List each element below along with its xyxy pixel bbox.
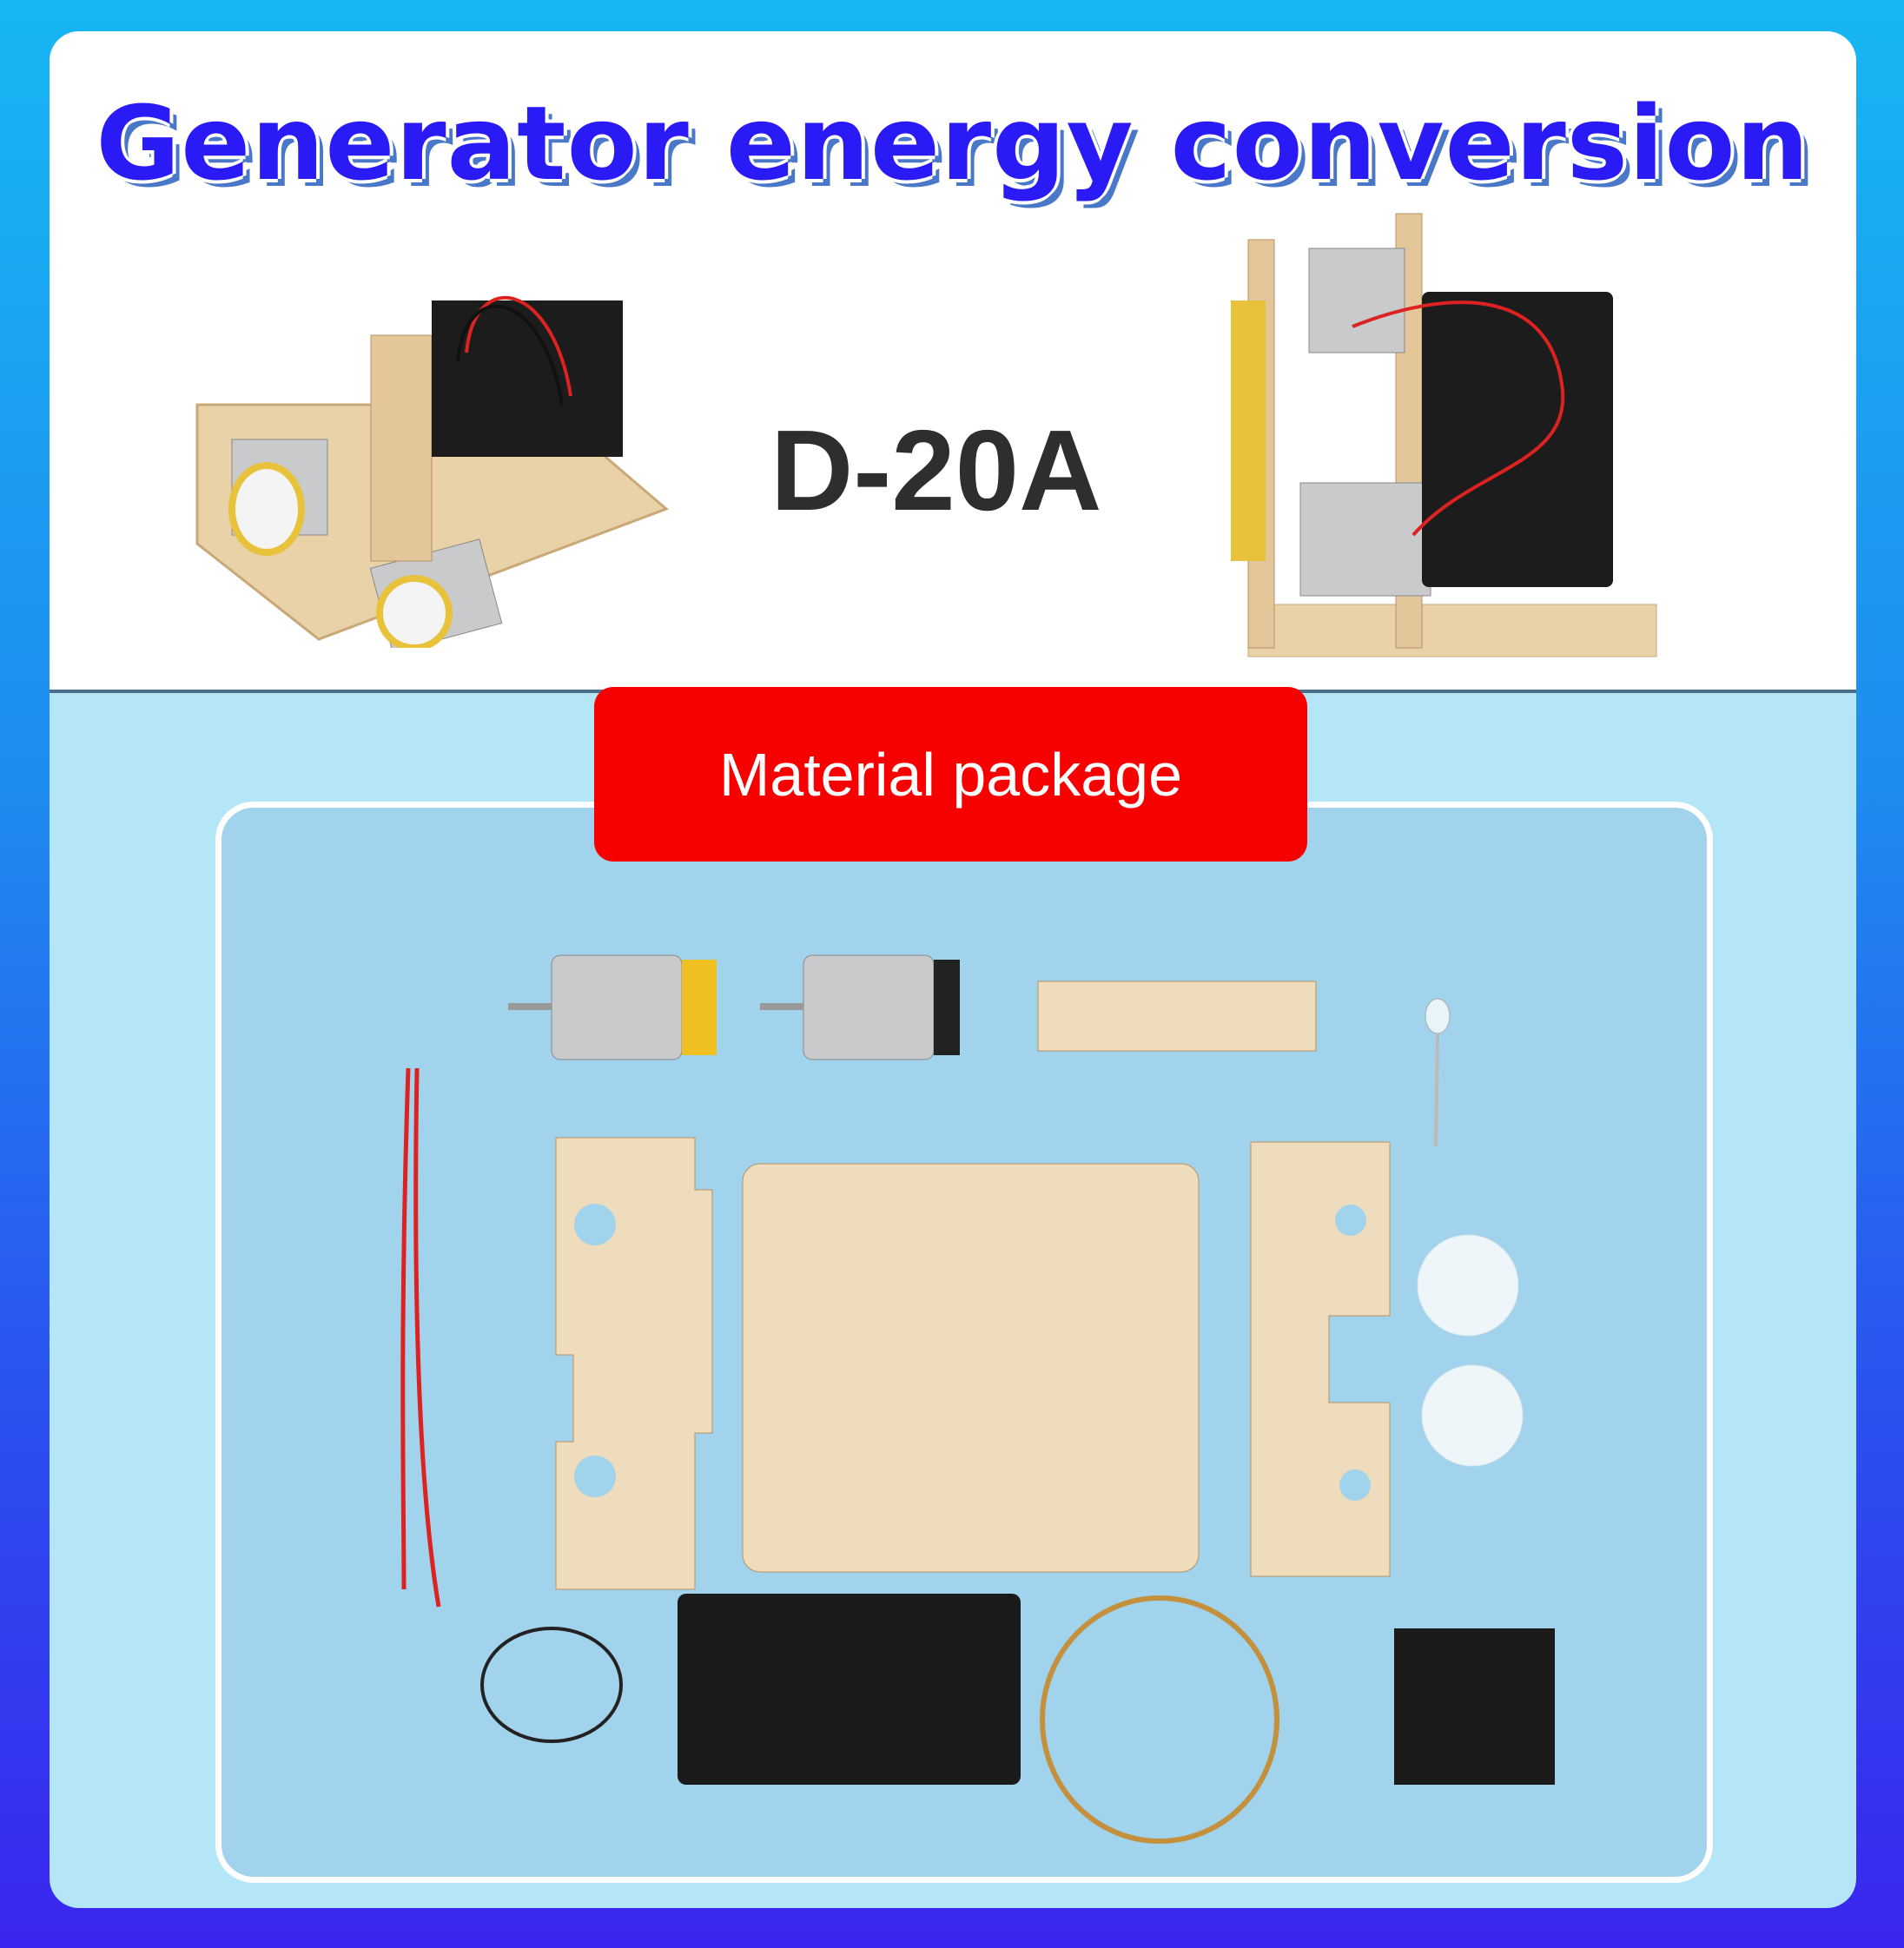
assembled-kit-photo-left: [195, 295, 669, 648]
kit-parts-photo: [400, 954, 1555, 1844]
pulley-1: [1417, 1234, 1519, 1337]
rubber-feet-pad: [1394, 1628, 1555, 1785]
motor-1: [508, 954, 717, 1060]
wood-strip: [1037, 981, 1317, 1052]
assembled-kit-photo-right: [1231, 213, 1657, 657]
base-plate: [742, 1163, 1200, 1573]
material-package-label: Material package: [594, 687, 1307, 862]
side-panel-right: [1250, 1141, 1391, 1577]
led: [1425, 998, 1451, 1147]
battery-holder: [678, 1594, 1021, 1785]
page-title: Generator energy conversion: [96, 83, 1810, 203]
material-package-panel: [215, 802, 1713, 1883]
model-number: D-20A: [770, 406, 1102, 534]
rubber-band: [1040, 1595, 1279, 1844]
wire-connector: [400, 1067, 441, 1608]
side-panel-left: [555, 1137, 713, 1590]
wire-loop: [480, 1627, 623, 1743]
pulley-2: [1421, 1364, 1524, 1467]
product-card: Generator energy conversion D-20A: [50, 31, 1856, 1908]
motor-2: [760, 954, 960, 1060]
product-header: Generator energy conversion D-20A: [50, 31, 1856, 693]
